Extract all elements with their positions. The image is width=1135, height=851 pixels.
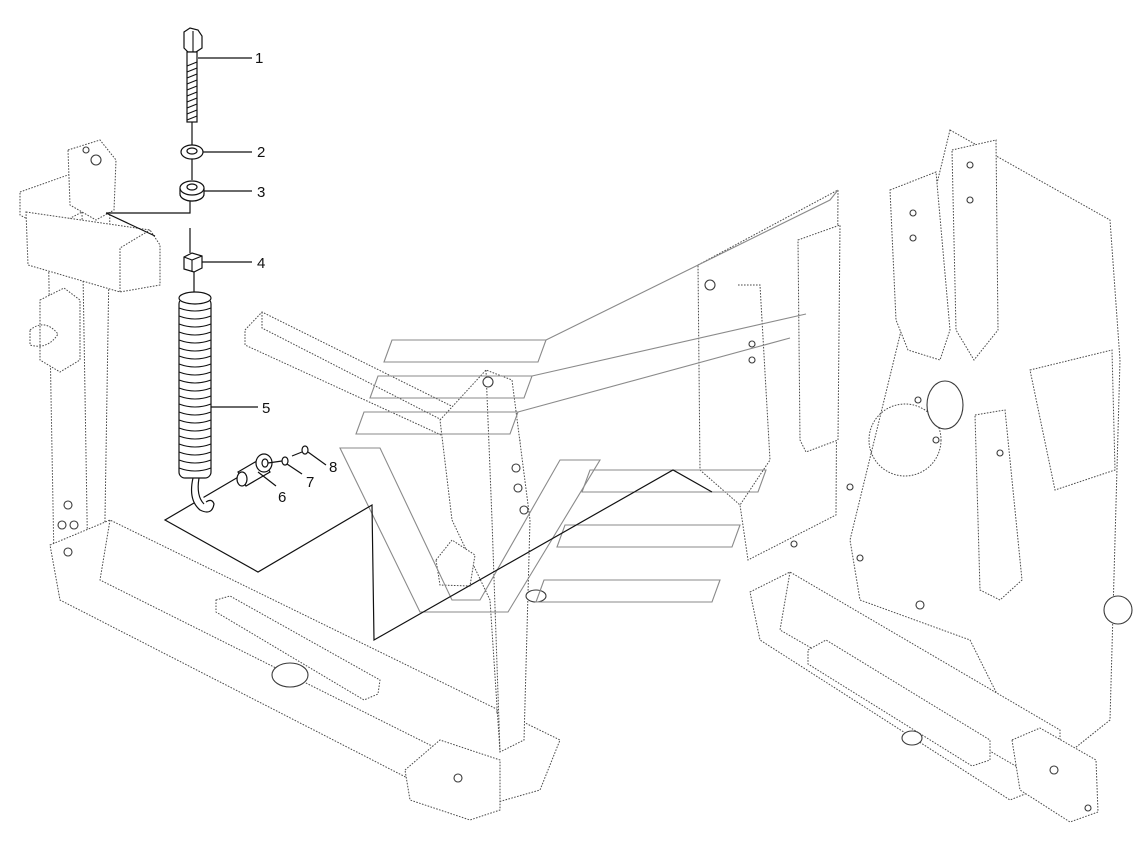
callout-numbers: 1 2 3 4 5 6 7 8	[255, 50, 337, 506]
machine-frame	[19, 129, 1133, 823]
pin	[236, 453, 273, 487]
nut	[183, 252, 203, 273]
watermark-logo	[339, 189, 839, 613]
pin-axis-line	[267, 460, 283, 464]
callout-2: 2	[257, 144, 265, 161]
callout-5: 5	[262, 400, 270, 417]
callout-1: 1	[255, 50, 263, 67]
washer-upper	[180, 144, 204, 160]
spring	[178, 291, 215, 513]
callout-4: 4	[257, 255, 265, 272]
washer-small	[281, 456, 289, 466]
callout-leaders	[198, 57, 327, 487]
callout-8: 8	[329, 459, 337, 476]
callout-3: 3	[257, 184, 265, 201]
split-pin	[291, 445, 309, 457]
washer-lower	[179, 180, 205, 202]
callout-7: 7	[306, 474, 314, 491]
callout-6: 6	[278, 489, 286, 506]
bolt	[183, 27, 203, 123]
